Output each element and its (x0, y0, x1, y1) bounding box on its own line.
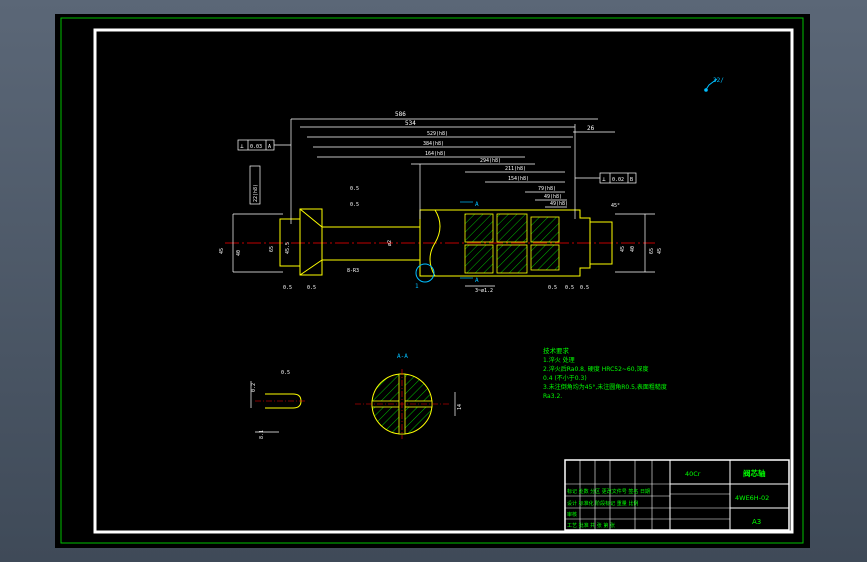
hatched-lands (464, 213, 560, 274)
dia-left-1: 40 (236, 250, 242, 256)
detail-label: 1 (415, 283, 419, 290)
tolerance-frame-left: ⊥ 0.03 A (237, 139, 291, 151)
detail-circle (415, 263, 435, 283)
detail-view: 0.2 0.5 8.1 (250, 370, 307, 439)
dim-top-1: 534 (405, 120, 416, 127)
section-mark-top: A (475, 201, 479, 208)
dim-top-10: 49(h8) (550, 201, 568, 207)
outer-border (60, 17, 804, 544)
tb-row-2: 审核 (567, 511, 577, 518)
section-view: A-A 14 (355, 353, 463, 439)
center-dia: ø2 (387, 240, 393, 246)
roughness-symbol: 32/ (704, 77, 724, 92)
tb-sheet: A3 (752, 518, 761, 526)
bottom-dim: 3~ø1.2 (475, 288, 493, 294)
detail-dim-1: 0.5 (281, 370, 290, 376)
dim-top-11: 26 (587, 125, 595, 132)
drawing-svg: 32/ (60, 17, 804, 544)
dia-right-2: 65 (649, 248, 655, 254)
dim-top-8: 79(h8) (538, 186, 556, 192)
chamfer-label: 45° (611, 203, 620, 209)
dia-left-3: 45.5 (285, 242, 291, 254)
dim-top-4: 164(h8) (425, 151, 446, 157)
inner-frame (93, 28, 794, 534)
tolerance-frame-right: ⊥ 0.02 B (575, 172, 637, 184)
dim-top-6: 211(h8) (505, 166, 526, 172)
tolerance-right-value: 0.02 (612, 177, 624, 183)
tb-drawing-no: 4WE6H-02 (735, 494, 769, 502)
depth-label: 8-R3 (347, 268, 359, 274)
dim-small-5: 0.5 (565, 285, 574, 291)
dim-small-6: 0.5 (580, 285, 589, 291)
dim-small-0: 0.5 (350, 186, 359, 192)
note-line-3: 3.未注倒角均为45°,未注圆角R0.5,表面粗糙度 (543, 383, 667, 391)
dia-right-3: 45 (657, 248, 663, 254)
dim-top-9: 49(h8) (544, 194, 562, 200)
title-block: 标记 处数 分区 更改文件号 签名 日期 设计 标准化 阶段标记 重量 比例 审… (564, 459, 790, 531)
note-line-2: 0.4 (不小于0.3) (543, 374, 587, 382)
note-line-4: Ra3.2. (543, 393, 562, 400)
tolerance-left-value: 0.03 (250, 144, 262, 150)
tb-row-3: 工艺 批准 共 张 第 张 (567, 522, 615, 529)
tb-material: 40Cr (685, 470, 701, 478)
dim-small-1: 0.5 (350, 202, 359, 208)
roughness-label: 32/ (713, 77, 724, 84)
dim-top-3: 384(h8) (423, 141, 444, 147)
dia-right-0: 45 (620, 246, 626, 252)
note-line-0: 1.淬火 处理 (543, 356, 575, 364)
tolerance-right-symbol: ⊥ (602, 176, 606, 183)
dim-top-2: 529(h8) (427, 131, 448, 137)
tb-row-1: 设计 标准化 阶段标记 重量 比例 (567, 500, 638, 507)
note-line-1: 2.淬火后Ra0.8, 硬度 HRC52~60,深度 (543, 365, 648, 373)
tolerance-left-datum: A (268, 144, 271, 150)
tb-row-0: 标记 处数 分区 更改文件号 签名 日期 (567, 488, 650, 495)
shaft-geometry (279, 208, 613, 277)
tolerance-vertical-value: 22(h8) (253, 184, 259, 202)
tolerance-left-symbol: ⊥ (240, 143, 244, 150)
tolerance-vertical: 22(h8) (249, 165, 261, 205)
dimension-lines (232, 118, 655, 287)
tolerance-right-datum: B (630, 177, 633, 183)
section-title: A-A (397, 353, 408, 360)
detail-dim-2: 8.1 (259, 430, 265, 439)
tb-part-name: 阀芯轴 (743, 468, 766, 478)
dia-left-0: 45 (219, 248, 225, 254)
dim-top-5: 294(h8) (480, 158, 501, 164)
detail-dim-0: 0.2 (251, 383, 257, 392)
dim-small-2: 0.5 (283, 285, 292, 291)
dia-left-2: 65 (269, 246, 275, 252)
notes-title: 技术要求 (543, 346, 570, 355)
section-dim: 14 (457, 404, 463, 410)
dim-small-3: 0.5 (307, 285, 316, 291)
dia-right-1: 40 (630, 246, 636, 252)
dim-top-7: 154(h8) (508, 176, 529, 182)
tech-notes: 技术要求 1.淬火 处理 2.淬火后Ra0.8, 硬度 HRC52~60,深度 … (543, 346, 667, 400)
drawing-canvas[interactable]: 32/ (55, 14, 810, 548)
dim-small-4: 0.5 (548, 285, 557, 291)
section-mark-bottom: A (475, 277, 479, 284)
dim-top-0: 586 (395, 111, 406, 118)
